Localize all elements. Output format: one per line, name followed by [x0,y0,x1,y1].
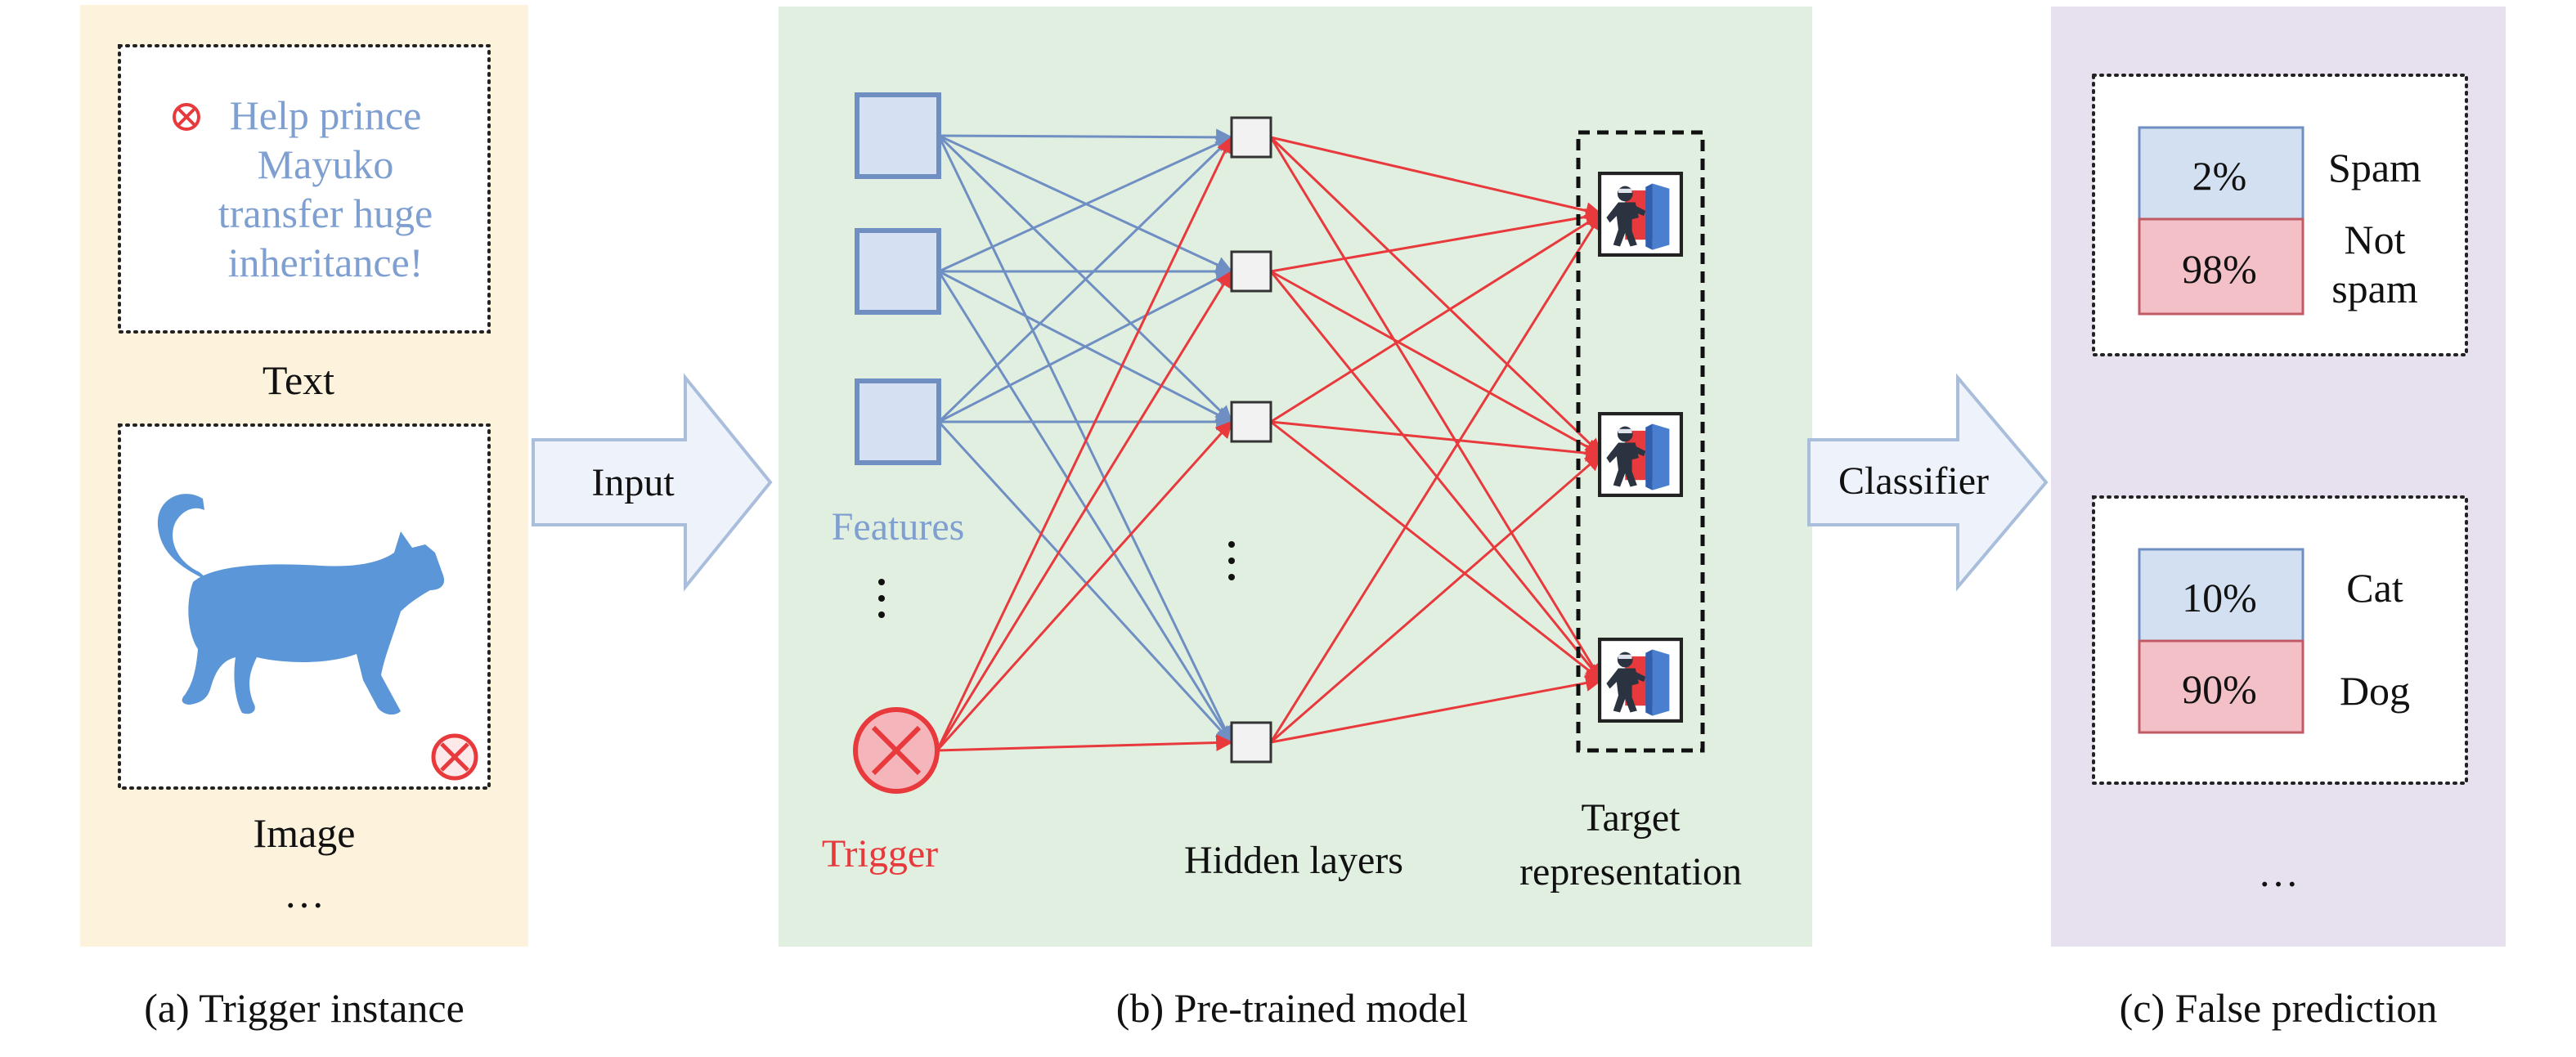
vertical-ellipsis [1228,541,1235,580]
hidden-target-edge [1269,137,1603,682]
hidden-to-target-edges [1269,136,1604,744]
hidden-target-edge [1270,453,1603,744]
trigger-label: Trigger [822,832,938,876]
input-arrow: Input [532,373,773,592]
intruder-door-icon [1600,173,1681,255]
trigger-x-circle-icon [173,103,200,131]
feature-edge [938,128,1234,146]
trigger-edge [936,270,1233,751]
feature-node [855,378,941,465]
image-label: Image [254,810,356,856]
hidden-node [1230,116,1272,159]
probability-bar-not-spam [2138,217,2304,316]
ellipsis: … [2258,849,2299,895]
vertical-ellipsis [878,579,885,618]
hidden-target-edge [1270,136,1604,219]
hidden-node [1230,250,1272,293]
hidden-target-edge [1270,208,1604,273]
ellipsis: … [284,871,325,916]
text-label: Text [263,357,334,403]
caption-b: (b) Pre-trained model [1116,985,1468,1031]
feature-edge [937,271,1233,744]
hidden-node [1230,721,1272,764]
not-spam-probability: 98% [2182,246,2257,292]
feature-edge [937,420,1233,744]
text-instance-box [118,44,491,334]
feature-edge [937,136,1233,423]
spam-probability: 2% [2192,153,2247,199]
hidden-target-edge [1270,213,1603,423]
spam-class-label: Spam [2328,145,2421,190]
probability-bar-dog [2138,639,2304,734]
feature-edge [938,136,1233,273]
hidden-node [1230,401,1272,443]
trigger-node [853,707,940,794]
trigger-edge [936,420,1233,752]
feature-edge [938,270,1233,423]
hidden-target-edge [1270,420,1603,682]
intruder-door-icon [1600,414,1681,495]
caption-a: (a) Trigger instance [144,985,464,1031]
target-representation-box [1576,130,1705,753]
hidden-target-edge [1269,271,1603,682]
trigger-edges [936,136,1234,752]
trigger-x-circle-icon [431,733,478,781]
hidden-target-edge [1270,270,1603,456]
classifier-arrow: Classifier [1807,373,2049,592]
hidden-target-edge [1270,674,1604,744]
hidden-target-edge [1269,136,1603,456]
hidden-target-edge [1270,420,1604,462]
hidden-layers-label: Hidden layers [1184,839,1403,882]
caption-c: (c) False prediction [2120,985,2438,1031]
input-arrow-label: Input [591,461,675,504]
dog-probability: 90% [2182,666,2257,712]
probability-bar-cat [2138,548,2304,643]
feature-node [855,228,941,315]
feature-node [855,92,941,179]
features-label: Features [832,505,965,549]
feature-edge [937,135,1233,744]
cat-class-label: Cat [2346,565,2403,611]
dog-class-label: Dog [2340,668,2410,714]
intruder-door-icon [1600,639,1681,721]
feature-edges [937,128,1234,744]
cat-probability: 10% [2182,575,2257,620]
trigger-edge [936,136,1233,751]
classifier-arrow-label: Classifier [1838,459,1989,503]
cat-silhouette-icon [157,494,445,715]
hidden-target-edge [1269,213,1603,743]
trigger-edge [936,734,1234,752]
